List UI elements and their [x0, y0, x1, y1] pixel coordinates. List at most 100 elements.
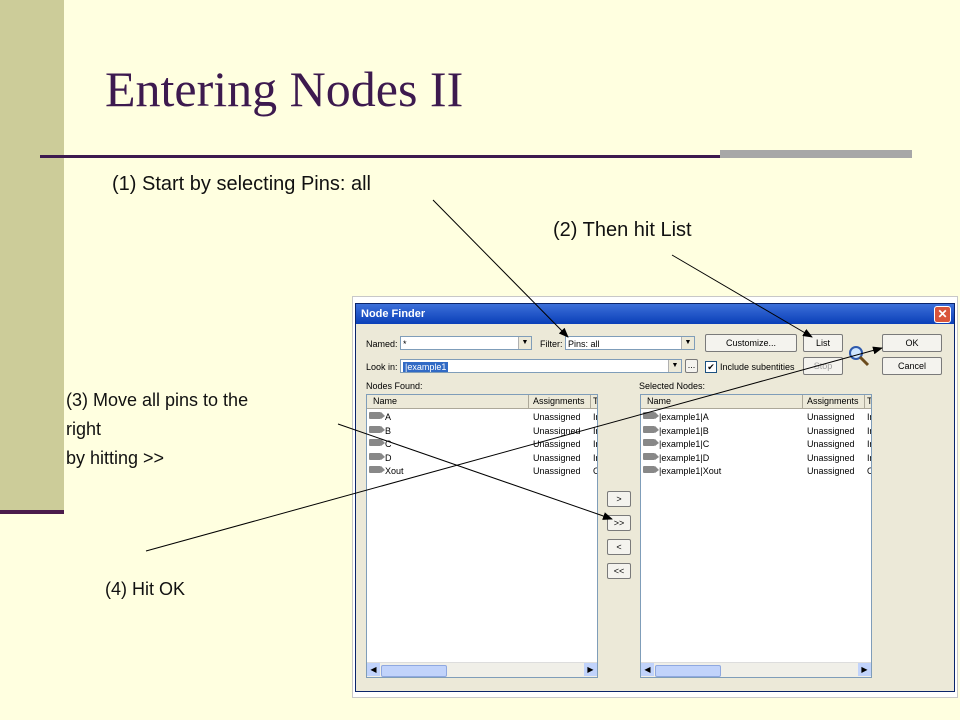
pin-icon	[643, 466, 659, 473]
move-one-button[interactable]: >	[607, 491, 631, 507]
horizontal-scrollbar[interactable]: ◀ ▶	[641, 662, 871, 677]
table-row[interactable]: |example1|C Unassigned In	[641, 438, 871, 451]
pin-icon	[643, 412, 659, 419]
pin-icon	[643, 425, 659, 433]
filter-combo[interactable]: Pins: all ▼	[565, 336, 695, 350]
scroll-left-icon[interactable]: ◀	[367, 663, 380, 676]
close-icon[interactable]: ✕	[934, 306, 951, 323]
sidebar-accent	[0, 510, 64, 514]
magnifier-icon	[849, 346, 870, 367]
table-row[interactable]: |example1|B Unassigned In	[641, 425, 871, 438]
node-name: D	[385, 452, 392, 463]
horizontal-scrollbar[interactable]: ◀ ▶	[367, 662, 597, 677]
browse-button[interactable]: ...	[685, 359, 698, 373]
title-rule	[40, 155, 912, 158]
customize-button[interactable]: Customize...	[705, 334, 797, 352]
col-assignments[interactable]: Assignments	[533, 396, 585, 406]
table-row[interactable]: |example1|XoutUnassignedO	[641, 465, 871, 478]
scroll-right-icon[interactable]: ▶	[858, 663, 871, 676]
table-row[interactable]: |example1|DUnassignedIn	[641, 452, 871, 465]
pin-icon	[369, 439, 385, 446]
node-assignment: Unassigned	[807, 439, 855, 449]
filter-label: Filter:	[540, 339, 563, 349]
look-in-value: |example1	[403, 362, 449, 372]
node-type: In	[593, 425, 597, 436]
selected-nodes-list[interactable]: Name Assignments T |example1|A Unassigned…	[640, 394, 872, 678]
callout-step2: (2) Then hit List	[553, 219, 692, 241]
node-name: |example1|A	[659, 412, 709, 422]
dialog-title: Node Finder	[361, 308, 426, 320]
table-row[interactable]: |example1|A Unassigned In	[641, 411, 871, 424]
node-type: In	[867, 452, 871, 463]
nodes-found-header: Name Assignments T	[367, 395, 597, 409]
table-row[interactable]: Xout Unassigned O	[367, 465, 597, 478]
table-row[interactable]: BUnassignedIn	[367, 425, 597, 438]
node-name: |example1|D	[659, 452, 710, 463]
pin-icon	[643, 439, 659, 446]
include-subentities-label: Include subentities	[720, 362, 795, 372]
node-assignment: Unassigned	[807, 425, 855, 436]
col-name[interactable]: Name	[647, 396, 672, 406]
node-type: O	[867, 466, 871, 476]
node-name: |example1|C	[659, 439, 710, 449]
ok-button[interactable]: OK	[882, 334, 942, 352]
col-assignments[interactable]: Assignments	[807, 396, 859, 406]
move-all-button[interactable]: >>	[607, 515, 631, 531]
node-assignment: Unassigned	[807, 412, 855, 422]
callout-step3-line2: right	[66, 419, 102, 439]
callout-step3-line3: by hitting >>	[66, 448, 165, 468]
node-name: Xout	[385, 466, 404, 476]
cancel-button[interactable]: Cancel	[882, 357, 942, 375]
node-type: In	[867, 425, 871, 436]
scrollbar-thumb[interactable]	[381, 665, 447, 677]
node-type: In	[867, 412, 871, 422]
chevron-down-icon[interactable]: ▼	[681, 337, 694, 349]
chevron-down-icon[interactable]: ▼	[518, 337, 531, 349]
col-name[interactable]: Name	[373, 396, 398, 406]
pin-icon	[369, 412, 385, 419]
remove-one-button[interactable]: <	[607, 539, 631, 555]
node-name: C	[385, 439, 392, 449]
dialog-titlebar: Node Finder ✕	[356, 304, 954, 324]
chevron-down-icon[interactable]: ▼	[668, 360, 681, 372]
stop-button[interactable]: Stop	[803, 357, 843, 375]
nodes-found-label: Nodes Found:	[366, 381, 423, 391]
scrollbar-thumb[interactable]	[655, 665, 721, 677]
table-row[interactable]: C Unassigned In	[367, 438, 597, 451]
include-subentities-checkbox[interactable]: ✔	[705, 361, 717, 373]
filter-value: Pins: all	[568, 339, 600, 349]
slide-title: Entering Nodes II	[105, 61, 464, 117]
callout-step1: (1) Start by selecting Pins: all	[112, 173, 371, 195]
nodes-found-list[interactable]: Name Assignments T AUnassignedInBUnassig…	[366, 394, 598, 678]
named-value: *	[403, 339, 407, 349]
callout-step4: (4) Hit OK	[105, 579, 186, 599]
remove-all-button[interactable]: <<	[607, 563, 631, 579]
named-label: Named:	[366, 339, 398, 349]
col-type[interactable]: T	[867, 396, 872, 406]
node-name: |example1|Xout	[659, 466, 722, 476]
col-type[interactable]: T	[593, 396, 598, 406]
node-type: In	[867, 439, 871, 449]
node-name: A	[385, 412, 392, 422]
pin-icon	[643, 452, 659, 460]
node-name: B	[385, 425, 392, 436]
node-type: In	[593, 439, 597, 449]
table-row[interactable]: DUnassignedIn	[367, 452, 597, 465]
table-row[interactable]: AUnassignedIn	[367, 411, 597, 424]
node-assignment: Unassigned	[533, 452, 581, 463]
node-assignment: Unassigned	[533, 439, 581, 449]
scroll-right-icon[interactable]: ▶	[584, 663, 597, 676]
pin-icon	[369, 466, 385, 473]
scroll-left-icon[interactable]: ◀	[641, 663, 654, 676]
look-in-combo[interactable]: |example1 ▼	[400, 359, 682, 373]
node-type: O	[593, 466, 597, 476]
node-name: |example1|B	[659, 425, 709, 436]
node-assignment: Unassigned	[533, 466, 581, 476]
node-finder-dialog: Node Finder ✕ Named: * ▼ Filter: Pins: a…	[355, 303, 955, 692]
named-combo[interactable]: * ▼	[400, 336, 532, 350]
list-button[interactable]: List	[803, 334, 843, 352]
callout-step3: (3) Move all pins to the right by hittin…	[66, 386, 248, 473]
look-in-label: Look in:	[366, 362, 398, 372]
title-rule-accent	[720, 150, 912, 158]
selected-nodes-header: Name Assignments T	[641, 395, 871, 409]
